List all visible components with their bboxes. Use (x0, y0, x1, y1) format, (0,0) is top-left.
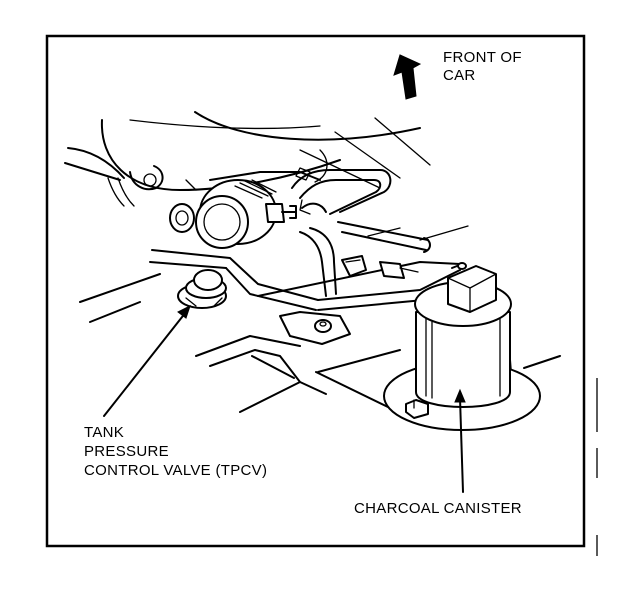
tpcv-leader-arrow (103, 305, 191, 417)
charcoal-canister-illustration (383, 262, 541, 431)
front-of-car-label-line2: CAR (443, 67, 476, 84)
tpcv-valve-illustration (177, 269, 227, 309)
diagram-border (45, 34, 586, 548)
canister-leader-arrow (454, 388, 466, 493)
fuel-lines-illustration (149, 227, 463, 311)
charcoal-canister-label: CHARCOAL CANISTER (354, 500, 522, 517)
tpcv-label-line2: PRESSURE (84, 443, 169, 460)
front-of-car-label-line1: FRONT OF (443, 49, 522, 66)
vapor-hose-illustration (291, 167, 431, 253)
front-of-car-arrow-icon (393, 54, 422, 100)
tpcv-label-line1: TANK (84, 424, 124, 441)
vent-fitting-illustration (169, 203, 195, 233)
rollover-valve-illustration (195, 179, 297, 249)
mounting-bracket-illustration (279, 311, 351, 345)
engine-block-illustration (64, 111, 431, 207)
tpcv-label-line3: CONTROL VALVE (TPCV) (84, 462, 267, 479)
